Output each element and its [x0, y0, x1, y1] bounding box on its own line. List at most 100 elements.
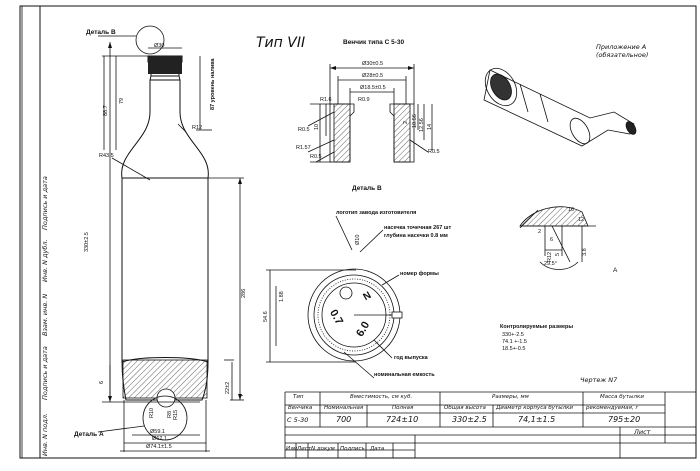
controlled-line-3: 18.5+-0.5: [502, 346, 526, 352]
logo-label: логотип завода изготовителя: [336, 210, 417, 216]
capacity-label: номинальная емкость: [374, 372, 435, 378]
th-nominal: Номинальная: [324, 405, 364, 411]
stamp-inv-podl: Инв. N подл.: [41, 413, 49, 456]
bottle-outline: [121, 55, 209, 401]
dim-r05c: R0.5: [428, 149, 440, 155]
drawing-title: Тип VII: [256, 35, 306, 51]
td-diam: 74,1±1.5: [518, 415, 556, 424]
controlled-line-2: 74.1 +-1.5: [502, 339, 527, 345]
th-full: Полная: [392, 405, 414, 411]
notch-label: насечка точечная 267 шт: [384, 225, 452, 231]
td-nominal: 700: [336, 415, 352, 424]
th-diam: Диаметр корпуса бутылки: [496, 405, 573, 411]
dim-r435: R43.5: [99, 153, 114, 159]
dim-c2: 2: [538, 229, 542, 235]
tf-izm: Изм: [286, 446, 298, 452]
dim-h22: 22±2: [225, 381, 231, 394]
notch-depth-label: глубина насечки 0.8 мм: [384, 233, 448, 239]
detail-b-callout: [135, 25, 165, 55]
tf-date: Дата: [370, 446, 385, 452]
crown-section: [307, 64, 433, 163]
th-crown: Венчика: [288, 405, 313, 411]
dim-h1056: 10.56: [412, 114, 418, 128]
appendix-line-1: Приложение А: [596, 43, 647, 51]
form-number-label: номер формы: [400, 271, 439, 277]
dim-r05b: R0.5: [310, 154, 322, 160]
controlled-title: Контролируемые размеры: [500, 324, 574, 330]
th-sizes: Размеры, мм: [492, 394, 529, 400]
stamp-sign-date-2: Подпись и дата: [41, 176, 49, 230]
dim-d185: Ø18.5±0.5: [360, 85, 386, 91]
dim-r12: R12: [192, 125, 203, 131]
tf-list: Лист: [297, 446, 311, 452]
dimension-arrows: [108, 42, 414, 402]
inner-frame: [39, 5, 697, 459]
td-mass: 795±20: [608, 415, 641, 424]
dim-d591: Ø59.1: [150, 429, 165, 435]
dim-r15: R15: [173, 409, 179, 420]
dim-d621: Ø62.1: [152, 436, 167, 442]
dim-d30b: Ø30±0.5: [362, 61, 384, 67]
dim-h546: 54.6: [263, 311, 269, 322]
dim-r10: R10: [149, 407, 155, 418]
crown-title: Венчик типа С 5-30: [343, 39, 405, 46]
th-capacity: Вместимость, см куб.: [350, 394, 413, 400]
appendix-line-2: (обязательное): [596, 51, 649, 59]
stamp-inv-dubl: Инв. N дубл.: [41, 239, 49, 282]
dim-h6: 6: [99, 380, 105, 384]
td-type: С 5-30: [287, 416, 309, 424]
isometric-bottle: [483, 67, 637, 147]
dim-r09: R0.9: [358, 97, 370, 103]
dim-r157: R1.57: [296, 145, 311, 151]
dim-d30: Ø30: [154, 43, 165, 49]
a-mark: А: [613, 267, 618, 274]
detail-b-caption: Деталь B: [352, 185, 382, 192]
th-type: Тип: [293, 394, 304, 400]
stamp-sign-date-1: Подпись и дата: [41, 346, 49, 400]
bottle-crown-solid: [148, 56, 182, 74]
tf-sign: Подпись: [340, 446, 365, 452]
dim-c38: 3.8: [582, 248, 588, 256]
td-full: 724±10: [386, 415, 419, 424]
dim-c295: 29.5°: [544, 261, 557, 267]
detail-a-section: [519, 206, 596, 270]
dim-d10: Ø10: [355, 234, 361, 245]
controlled-line-1: 330+-2.5: [502, 332, 524, 338]
td-sheet: Лист: [634, 428, 651, 436]
stamp-vzam-inv: Взам. инв. N: [41, 293, 49, 336]
fill-level-label: 87 уровень налива: [210, 58, 216, 110]
dim-h887: 88.7: [103, 105, 109, 116]
dim-h3305: 330±2.5: [84, 232, 90, 252]
punt: [156, 388, 176, 408]
dim-c10: 10: [568, 207, 575, 213]
detail-a-callout: [142, 395, 188, 441]
th-height: Общая высота: [444, 405, 486, 411]
year-label: год выпуска: [394, 355, 428, 361]
dim-c12b: 12: [578, 217, 585, 223]
dim-r16: R1.6: [320, 97, 332, 103]
bottom-view: [266, 215, 403, 379]
detail-b-label: Деталь B: [86, 29, 116, 36]
dim-c5: 5: [555, 252, 561, 256]
dim-h7: 7: [239, 393, 245, 397]
th-mass-2: рекомендуемая, г: [586, 405, 639, 411]
drawing-number: Чертеж N7: [580, 376, 618, 384]
title-table-lines: [284, 391, 696, 458]
dim-h188: 1.88: [279, 291, 285, 302]
dim-d741: Ø74.1±1.5: [146, 444, 172, 450]
th-mass: Масса бутылки: [600, 394, 644, 400]
tf-doc: N докум: [311, 446, 335, 452]
outer-frame: [19, 5, 697, 459]
dim-d28: Ø28±0.5: [362, 73, 384, 79]
dim-h1256: 12.56: [419, 118, 425, 132]
detail-a-label: Деталь A: [74, 431, 104, 438]
dim-c6: 6: [550, 237, 554, 243]
dim-h2: 2: [403, 120, 409, 124]
dim-h79: 79: [119, 97, 125, 104]
dim-h14: 14: [427, 123, 433, 130]
td-height: 330±2.5: [452, 415, 487, 424]
dim-r05a: R0.5: [298, 127, 310, 133]
dim-h286: 286: [241, 288, 247, 298]
